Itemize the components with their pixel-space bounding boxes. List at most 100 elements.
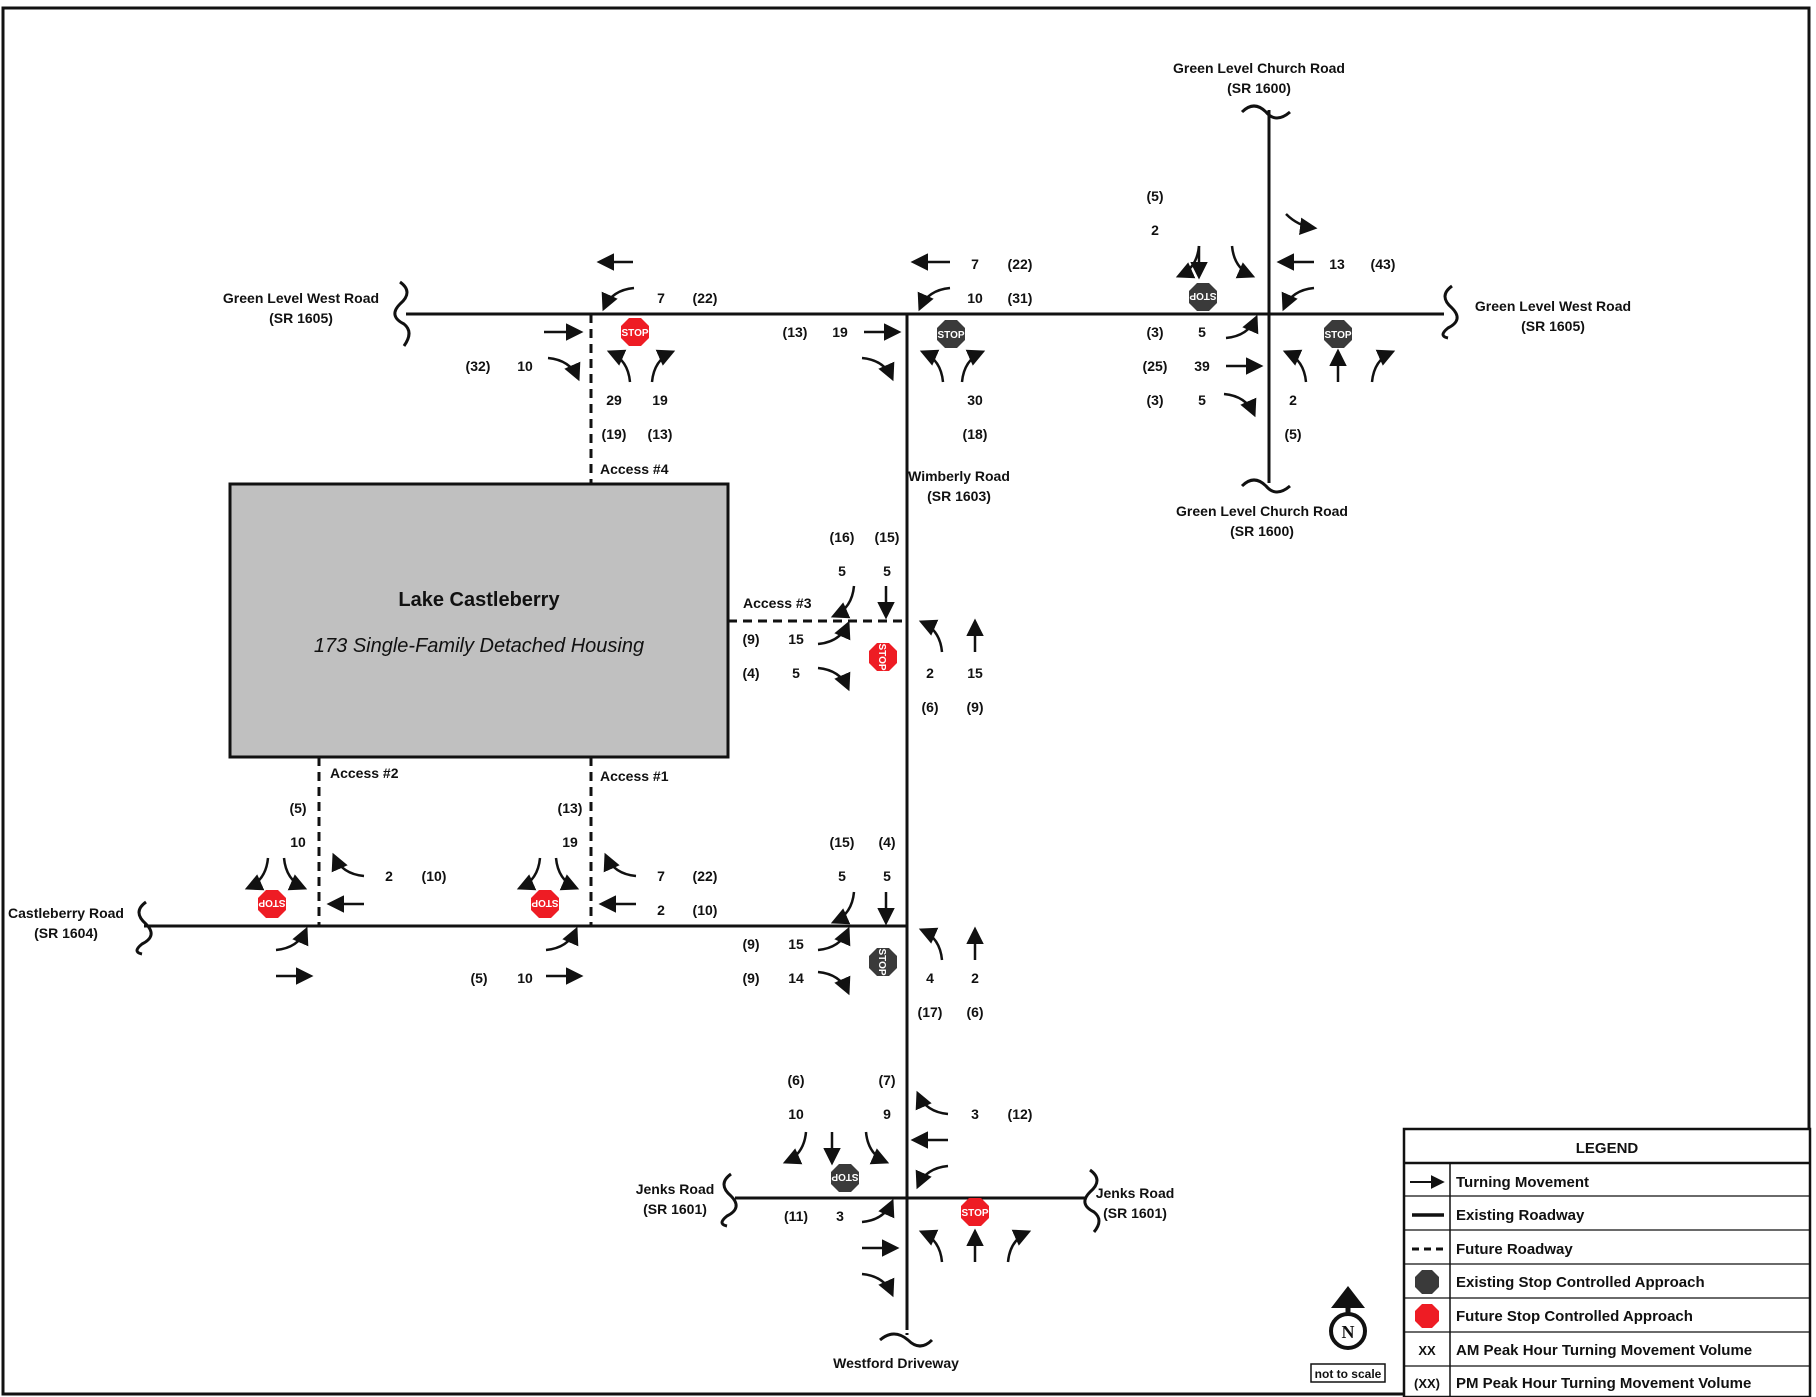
future-stop-sign-icon: STOP <box>961 1198 989 1226</box>
road-label-glw-right: Green Level West Road <box>1475 298 1631 314</box>
arrow-icon <box>861 1198 895 1224</box>
existing-stop-sign-icon: STOP <box>831 1164 859 1192</box>
volume-label: (16) <box>830 529 855 545</box>
arrow-icon <box>830 585 856 619</box>
volume-label: 7 <box>657 868 665 884</box>
legend-label: Future Roadway <box>1456 1241 1573 1258</box>
scale-note: not to scale <box>1315 1367 1382 1381</box>
volume-label: 19 <box>832 324 848 340</box>
volume-label: (9) <box>742 970 759 986</box>
volume-label: 5 <box>883 868 891 884</box>
volume-label: 14 <box>788 970 804 986</box>
volume-label: (7) <box>878 1072 895 1088</box>
volume-label: (15) <box>875 529 900 545</box>
future-roadways <box>317 314 909 1335</box>
volume-label: (9) <box>966 699 983 715</box>
road-label-westford: Westford Driveway <box>833 1355 959 1371</box>
volume-label: (18) <box>963 426 988 442</box>
road-label-glc-top: Green Level Church Road <box>1173 60 1345 76</box>
legend-label: Turning Movement <box>1456 1174 1589 1191</box>
volume-label: (3) <box>1146 392 1163 408</box>
stop-octagon <box>869 948 897 976</box>
volume-label: 10 <box>967 290 983 306</box>
arrow-icon <box>601 286 635 312</box>
stop-octagon <box>1324 320 1352 348</box>
arrow-icon <box>918 1229 944 1263</box>
volume-label: (4) <box>878 834 895 850</box>
break-castleberry <box>135 900 153 956</box>
volume-label: 5 <box>1198 392 1206 408</box>
future-stop-sign-icon: STOP <box>258 890 286 918</box>
volume-label: 10 <box>517 358 533 374</box>
volume-label: (5) <box>1284 426 1301 442</box>
scale-note-box <box>1310 1363 1386 1383</box>
arrow-icon <box>545 926 579 952</box>
legend-row: XX AM Peak Hour Turning Movement Volume <box>1404 1342 1810 1367</box>
volume-label: (6) <box>787 1072 804 1088</box>
arrow-icon <box>830 891 856 925</box>
arrow-icon <box>1230 245 1256 279</box>
stop-text: STOP <box>531 897 558 908</box>
arrow-icon <box>1175 245 1201 279</box>
future-stop-sign-icon: STOP <box>869 643 897 671</box>
future-stop-sign-icon: STOP <box>531 890 559 918</box>
stop-text: STOP <box>876 948 887 975</box>
arrow-icon <box>917 286 951 312</box>
arrow-icon <box>864 1131 890 1165</box>
site-rectangle <box>228 482 730 759</box>
north-letter: N <box>1342 1322 1355 1342</box>
stop-octagon <box>1189 283 1217 311</box>
volume-label: (10) <box>422 868 447 884</box>
arrow-icon <box>960 349 986 383</box>
road-label-glw-left-sr: (SR 1605) <box>269 310 333 326</box>
break-westford <box>879 1332 934 1348</box>
volume-label: 5 <box>838 563 846 579</box>
arrow-icon <box>650 349 676 383</box>
arrow-icon <box>1282 349 1308 383</box>
north-arrow-circle <box>1329 1312 1367 1350</box>
volume-label: (17) <box>918 1004 943 1020</box>
future-stop-sign-icon: STOP <box>621 318 649 346</box>
volume-label: 3 <box>836 1208 844 1224</box>
arrow-icon <box>331 852 365 878</box>
volume-label: 19 <box>652 392 668 408</box>
arrow-icon <box>915 1090 949 1116</box>
legend-box <box>1402 1127 1812 1397</box>
volume-label: (13) <box>783 324 808 340</box>
arrow-icon <box>782 1131 808 1165</box>
stop-octagon <box>961 1198 989 1226</box>
legend-row: Existing Roadway <box>1404 1207 1810 1231</box>
road-label-glc-top-sr: (SR 1600) <box>1227 80 1291 96</box>
volume-label: (6) <box>921 699 938 715</box>
break-jenks-left <box>720 1172 738 1228</box>
volume-label: 3 <box>971 1106 979 1122</box>
volume-label: 2 <box>971 970 979 986</box>
break-glw-left <box>393 280 411 347</box>
stop-text: STOP <box>876 643 887 670</box>
arrow-icon <box>915 1164 949 1190</box>
volume-label: (22) <box>693 868 718 884</box>
volume-label: (3) <box>1146 324 1163 340</box>
legend-symbol: (XX) <box>1414 1376 1440 1391</box>
volume-label: (31) <box>1008 290 1033 306</box>
volume-label: (5) <box>1146 188 1163 204</box>
volume-label: 2 <box>1151 222 1159 238</box>
volume-label: (12) <box>1008 1106 1033 1122</box>
arrow-icon <box>554 857 580 891</box>
volume-label: 19 <box>562 834 578 850</box>
stop-text: STOP <box>937 330 964 341</box>
stop-text: STOP <box>831 1171 858 1182</box>
legend-row: Future Stop Controlled Approach <box>1404 1304 1810 1333</box>
road-label-jenks-right: Jenks Road <box>1096 1185 1175 1201</box>
stop-text: STOP <box>961 1208 988 1219</box>
stop-octagon <box>1415 1304 1439 1328</box>
volume-label: (32) <box>466 358 491 374</box>
turning-volumes: 7 (22) (32) 10 29 19 (19) (13) 7 (22) 10… <box>289 188 1395 1224</box>
stop-octagon <box>831 1164 859 1192</box>
volume-label: (9) <box>742 631 759 647</box>
access-1-label: Access #1 <box>600 768 669 784</box>
arrow-icon <box>817 666 851 692</box>
arrow-icon <box>817 926 851 952</box>
volume-label: 10 <box>517 970 533 986</box>
